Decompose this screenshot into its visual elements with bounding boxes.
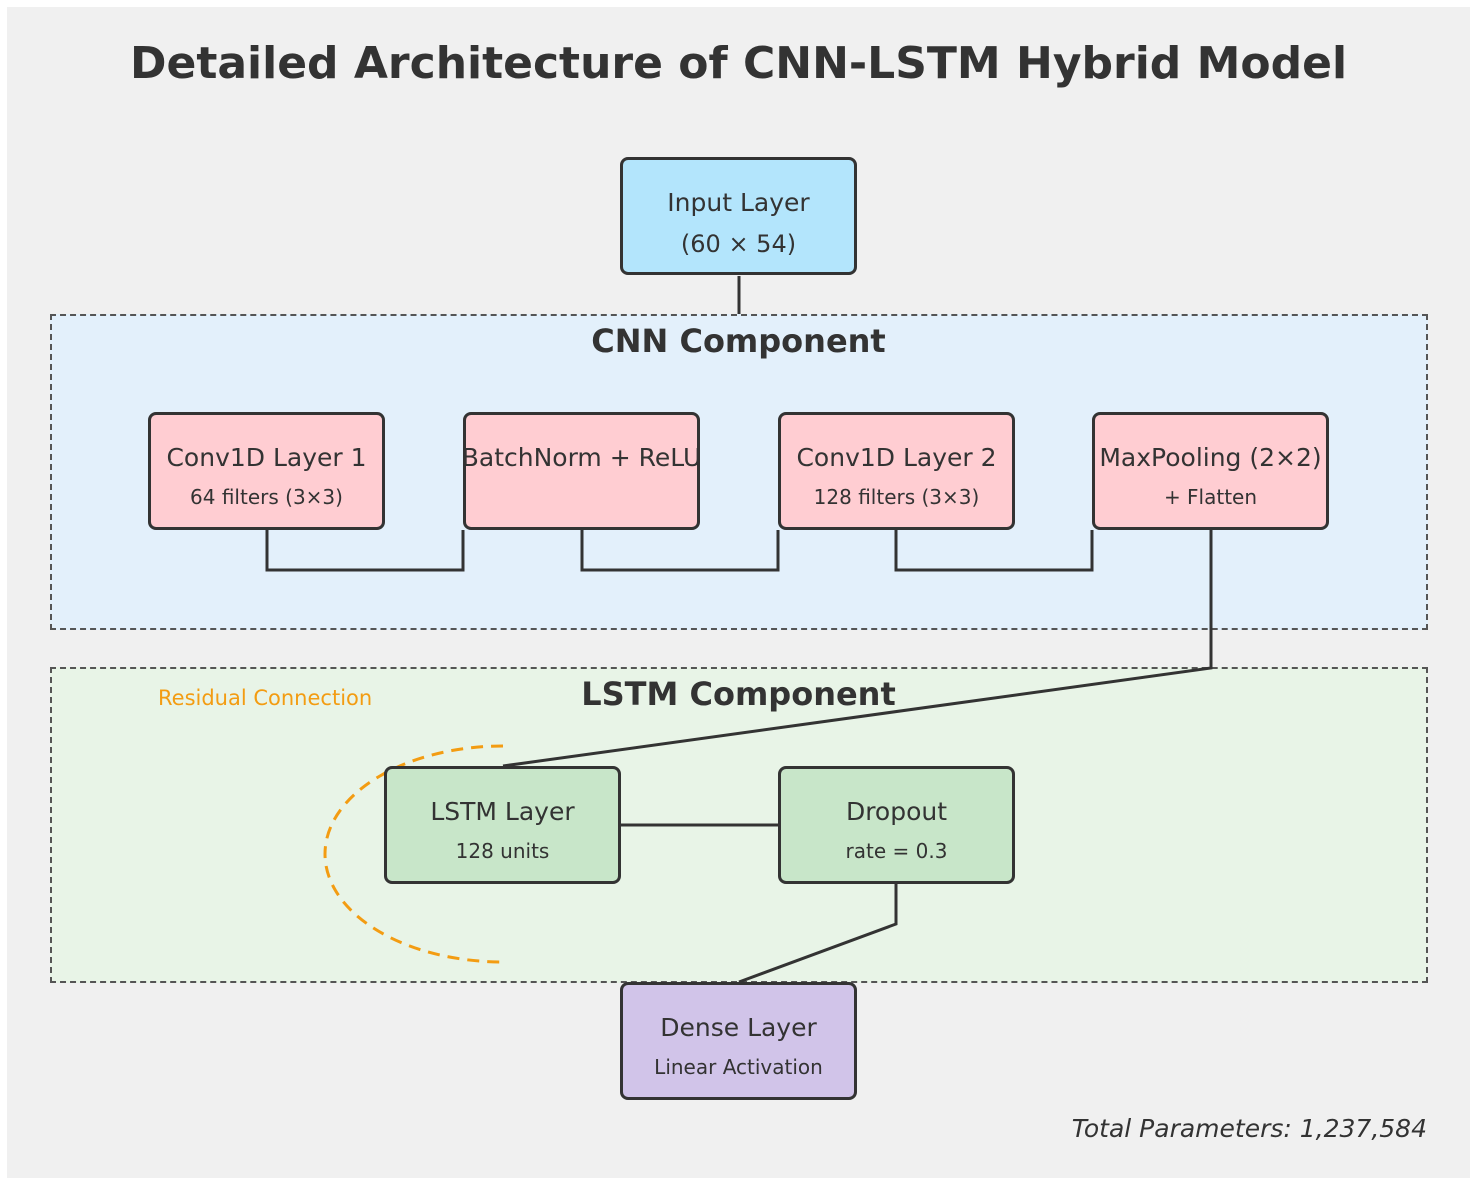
- residual-connection-arc: [323, 744, 504, 964]
- dropout-node: Dropout rate = 0.3: [778, 766, 1015, 884]
- input-layer-shape: (60 × 54): [680, 230, 797, 258]
- residual-connection-label: Residual Connection: [158, 686, 373, 710]
- batchnorm-relu-node: BatchNorm + ReLU: [462, 412, 701, 530]
- conv1d-layer-2-name: Conv1D Layer 2: [796, 443, 997, 472]
- maxpool-to-lstm-connector: [502, 530, 1213, 768]
- conv1d-layer-1-name: Conv1D Layer 1: [166, 443, 367, 472]
- conv1d-layer-1-detail: 64 filters (3×3): [190, 485, 343, 509]
- input-layer-name: Input Layer: [667, 188, 810, 217]
- conv1d-layer-2-node: Conv1D Layer 2 128 filters (3×3): [778, 412, 1015, 530]
- dropout-detail: rate = 0.3: [845, 839, 948, 863]
- batchnorm-relu-name: BatchNorm + ReLU: [461, 443, 702, 472]
- conv1d-layer-1-node: Conv1D Layer 1 64 filters (3×3): [148, 412, 385, 530]
- lstm-layer-node: LSTM Layer 128 units: [384, 766, 621, 884]
- dense-layer-detail: Linear Activation: [654, 1055, 823, 1079]
- conv1-to-batchnorm-connector: [265, 530, 465, 572]
- batchnorm-to-conv2-connector: [580, 530, 780, 572]
- lstm-layer-name: LSTM Layer: [430, 797, 575, 826]
- maxpooling-flatten-node: MaxPooling (2×2) + Flatten: [1092, 412, 1329, 530]
- input-layer-node: Input Layer (60 × 54): [620, 157, 857, 275]
- total-parameters: Total Parameters: 1,237,584: [1071, 1114, 1427, 1143]
- maxpooling-flatten-name: MaxPooling (2×2): [1099, 443, 1322, 472]
- dropout-name: Dropout: [845, 797, 948, 826]
- dense-layer-name: Dense Layer: [660, 1013, 817, 1042]
- lstm-layer-detail: 128 units: [455, 839, 550, 863]
- cnn-component-title: CNN Component: [591, 322, 886, 360]
- conv1d-layer-2-detail: 128 filters (3×3): [813, 485, 980, 509]
- maxpooling-flatten-detail: + Flatten: [1163, 485, 1258, 509]
- lstm-component-title: LSTM Component: [581, 675, 896, 713]
- diagram-title: Detailed Architecture of CNN-LSTM Hybrid…: [129, 38, 1348, 89]
- conv2-to-maxpool-connector: [894, 530, 1094, 572]
- dropout-to-dense-connector: [738, 884, 898, 984]
- dense-layer-node: Dense Layer Linear Activation: [620, 982, 857, 1100]
